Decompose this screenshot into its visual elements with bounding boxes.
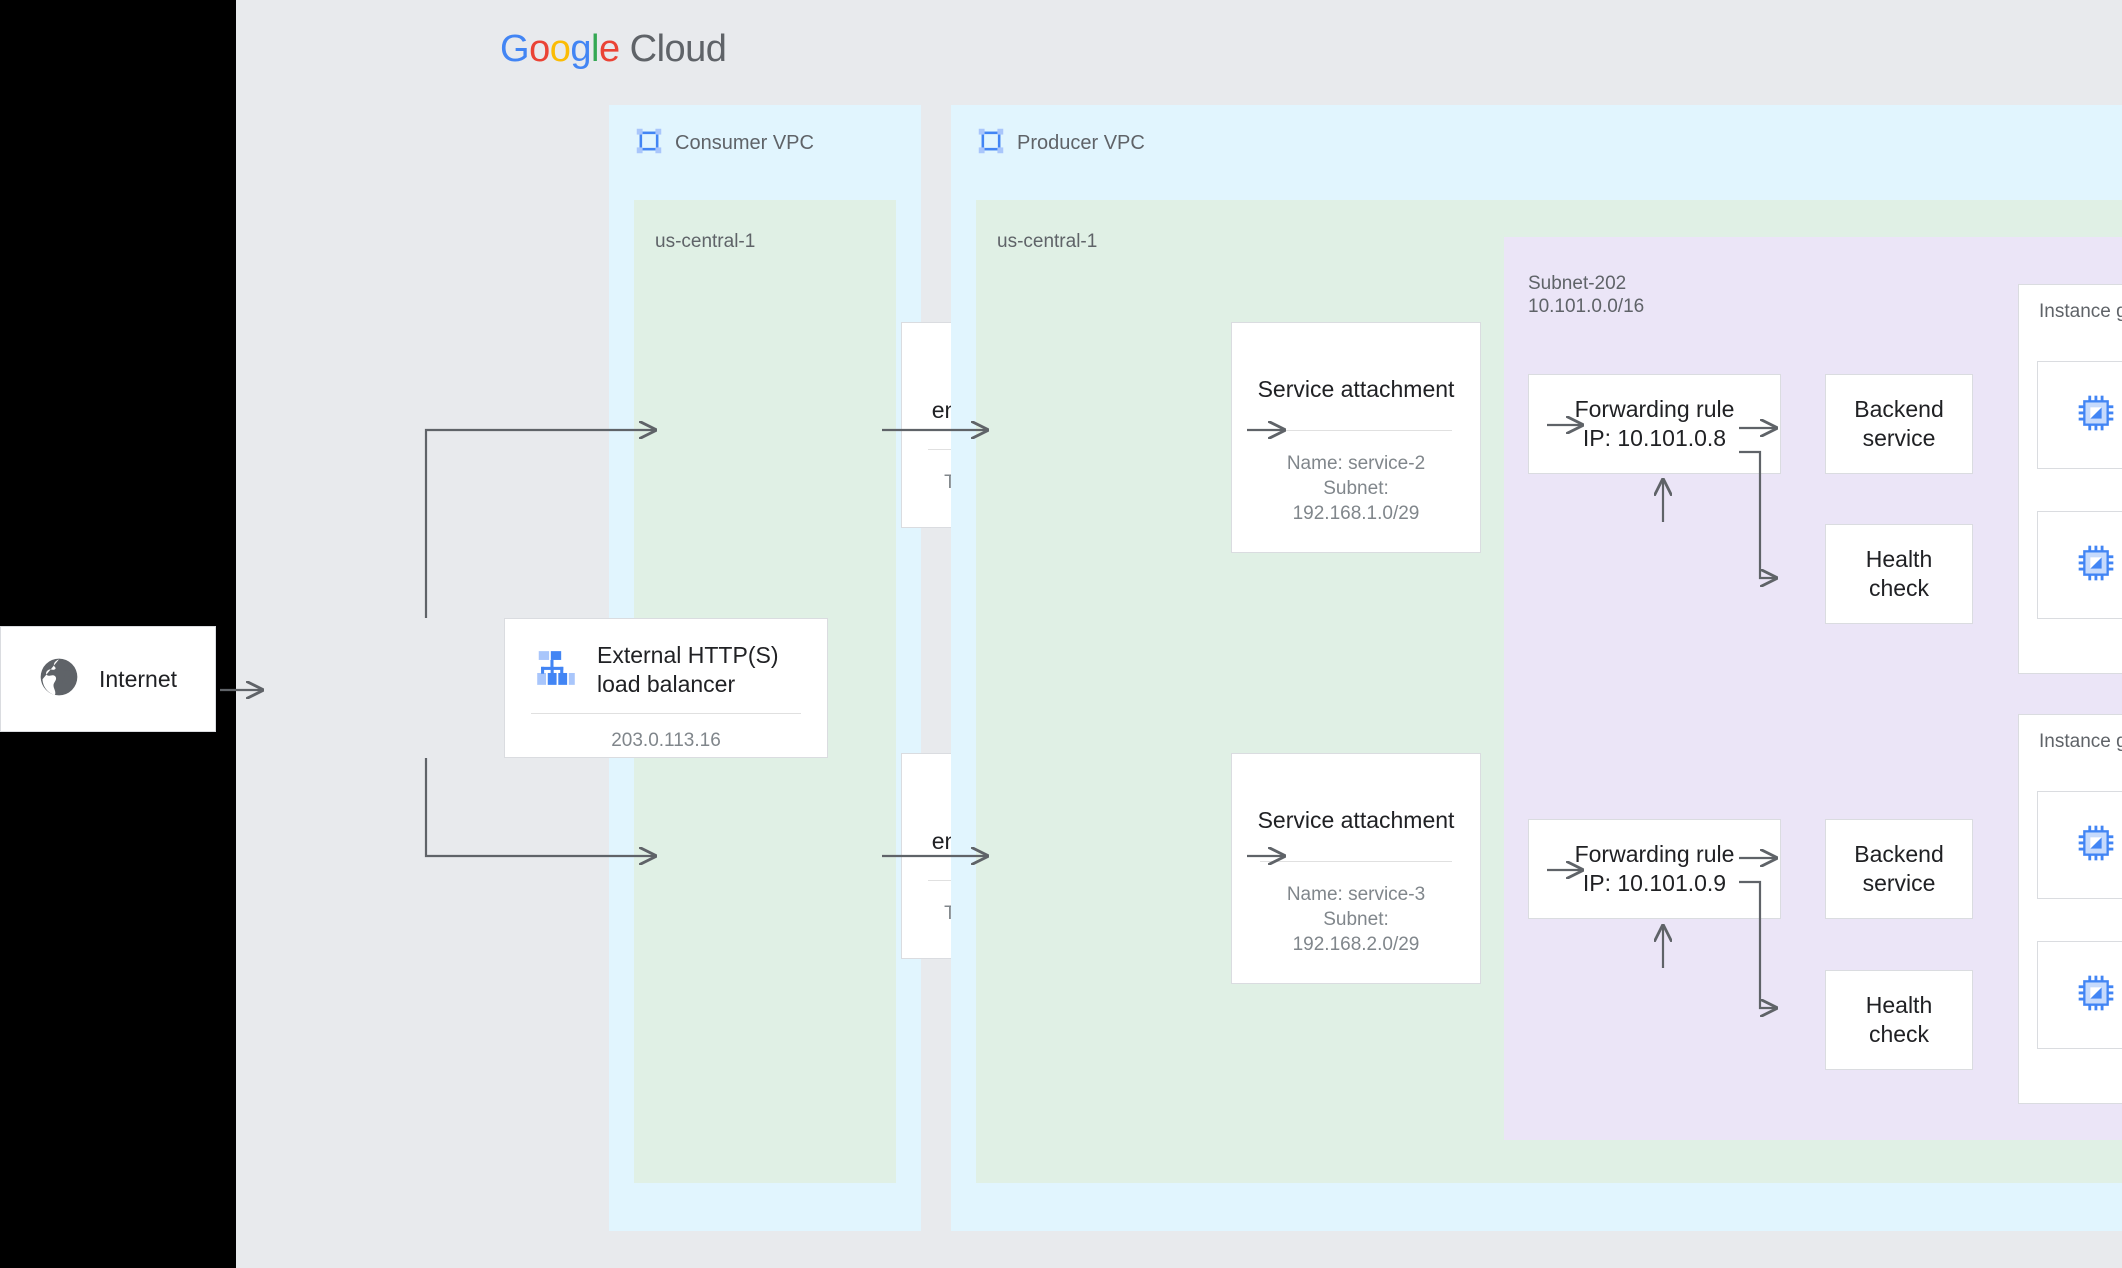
lb-title-line1: External HTTP(S) <box>597 642 779 668</box>
logo-letter-g1: G <box>500 28 530 70</box>
consumer-region-label: us-central-1 <box>655 231 756 252</box>
subnet-cidr-label: 10.101.0.0/16 <box>1528 296 1645 317</box>
service-attachment-1[interactable]: Service attachment Name: service-2 Subne… <box>1231 322 1481 553</box>
bs-1-line2: service <box>1862 425 1936 451</box>
sa-2-sub-line3: 192.168.2.0/29 <box>1292 934 1420 956</box>
backend-service-2[interactable]: Backend service <box>1825 819 1973 919</box>
logo-letter-l: l <box>590 28 599 70</box>
producer-region-label: us-central-1 <box>997 231 1098 252</box>
bs-2-line2: service <box>1862 870 1936 896</box>
bs-2-line1: Backend <box>1854 840 1944 867</box>
fr-2-line2: IP: 10.101.0.9 <box>1582 870 1727 896</box>
instance-group-2-label: Instance group <box>2039 731 2122 752</box>
health-check-1[interactable]: Health check <box>1825 524 1973 624</box>
logo-letter-o2: o <box>549 28 571 70</box>
load-balancer-icon <box>533 645 579 696</box>
forwarding-rule-1[interactable]: Forwarding rule IP: 10.101.0.8 <box>1528 374 1781 474</box>
instance-group-1-label: Instance group <box>2039 301 2122 322</box>
bs-1-line1: Backend <box>1854 395 1944 422</box>
fr-1-line2: IP: 10.101.0.8 <box>1582 425 1727 451</box>
lb-ip-address: 203.0.113.16 <box>611 730 721 752</box>
instance-chip-icon <box>2076 393 2116 438</box>
subnet-name-label: Subnet-202 <box>1528 273 1627 294</box>
instance-group-1: Instance group <box>2018 284 2122 674</box>
sa-1-sub-line2: Subnet: <box>1323 478 1389 500</box>
vpc-icon <box>977 127 1005 160</box>
logo-letter-g2: g <box>570 28 591 70</box>
lb-title-line2: load balancer <box>597 671 736 698</box>
instance-2-2[interactable]: Instance <box>2037 941 2122 1049</box>
google-cloud-canvas: Google Cloud Consumer VPC us-central-1 N… <box>236 0 2122 1268</box>
backend-service-1[interactable]: Backend service <box>1825 374 1973 474</box>
sa-1-sub-line1: Name: service-2 <box>1286 453 1426 475</box>
instance-chip-icon <box>2076 543 2116 588</box>
hc-1-line2: check <box>1868 575 1930 601</box>
instance-2-1[interactable]: Instance <box>2037 791 2122 899</box>
instance-1-1[interactable]: Instance <box>2037 361 2122 469</box>
consumer-vpc-header: Consumer VPC <box>635 127 814 160</box>
lb-divider <box>531 713 801 715</box>
sa-2-sub-line1: Name: service-3 <box>1286 884 1426 906</box>
sa-2-title: Service attachment <box>1257 807 1455 833</box>
logo-letter-e: e <box>598 28 620 70</box>
instance-chip-icon <box>2076 823 2116 868</box>
service-attachment-2[interactable]: Service attachment Name: service-3 Subne… <box>1231 753 1481 984</box>
globe-icon <box>37 655 81 704</box>
producer-vpc-header: Producer VPC <box>977 127 1145 160</box>
forwarding-rule-2[interactable]: Forwarding rule IP: 10.101.0.9 <box>1528 819 1781 919</box>
logo-word-cloud: Cloud <box>629 28 727 70</box>
logo-letter-o1: o <box>529 28 550 70</box>
instance-group-2: Instance group <box>2018 714 2122 1104</box>
sa-1-sub-line3: 192.168.1.0/29 <box>1292 503 1420 525</box>
producer-vpc-title: Producer VPC <box>1017 132 1145 154</box>
vpc-icon <box>635 127 663 160</box>
consumer-vpc-title: Consumer VPC <box>675 132 814 154</box>
internet-label: Internet <box>99 665 177 692</box>
instance-1-2[interactable]: Instance <box>2037 511 2122 619</box>
hc-2-line2: check <box>1868 1021 1930 1047</box>
external-http-load-balancer-card[interactable]: External HTTP(S) load balancer 203.0.113… <box>504 618 828 758</box>
hc-1-line1: Health <box>1865 545 1933 572</box>
fr-1-line1: Forwarding rule <box>1574 395 1735 422</box>
health-check-2[interactable]: Health check <box>1825 970 1973 1070</box>
hc-2-line1: Health <box>1865 991 1933 1018</box>
google-cloud-logo: Google Cloud <box>500 28 727 71</box>
fr-2-line1: Forwarding rule <box>1574 840 1735 867</box>
instance-chip-icon <box>2076 973 2116 1018</box>
internet-card[interactable]: Internet <box>0 626 216 732</box>
sa-2-sub-line2: Subnet: <box>1323 909 1389 931</box>
sa-1-divider <box>1260 430 1452 432</box>
sa-2-divider <box>1260 861 1452 863</box>
sa-1-title: Service attachment <box>1257 376 1455 402</box>
